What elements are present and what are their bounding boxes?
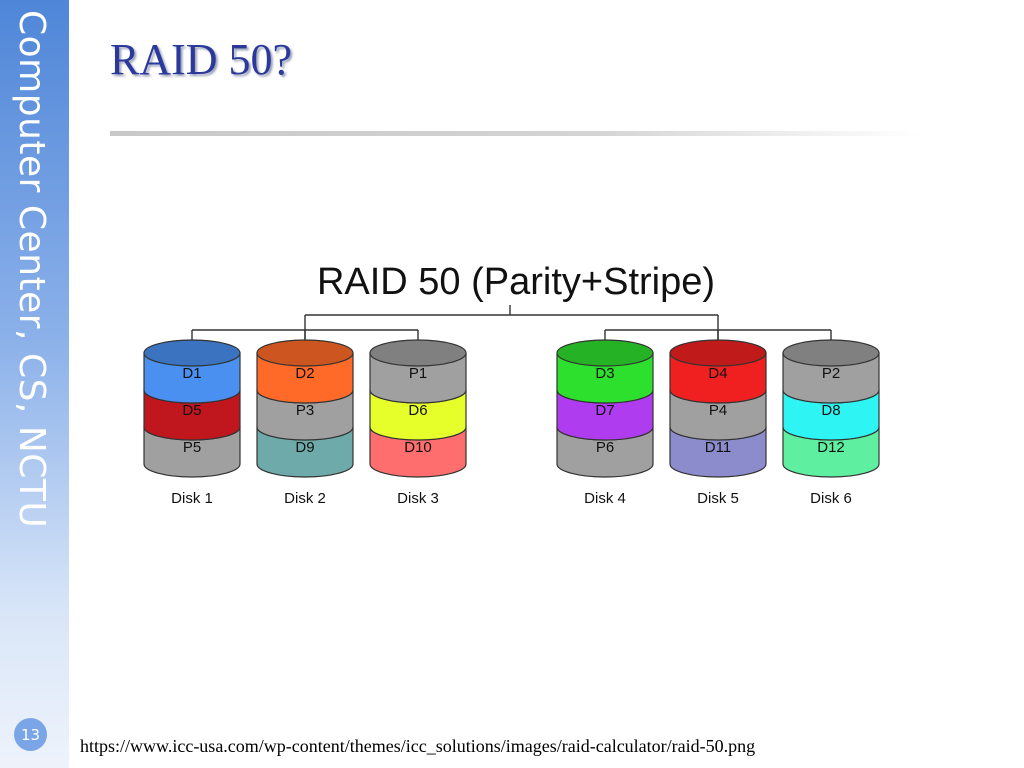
disk-segment xyxy=(669,352,767,404)
disk-top-cap xyxy=(556,339,654,367)
block-label: D3 xyxy=(595,365,614,382)
disk-segment xyxy=(556,426,654,478)
source-url: https://www.icc-usa.com/wp-content/theme… xyxy=(80,736,756,756)
connector-lines xyxy=(191,305,832,340)
block-label: D4 xyxy=(708,365,727,382)
disk-top-cap xyxy=(782,339,880,367)
disk-label: Disk 5 xyxy=(697,490,739,507)
disk-segment xyxy=(143,389,241,441)
slide-title: RAID 50? xyxy=(110,35,293,84)
title-divider xyxy=(110,131,920,136)
disk-segment xyxy=(782,352,880,404)
block-label: D1 xyxy=(182,365,201,382)
disk-top-cap xyxy=(143,339,241,367)
block-label: D9 xyxy=(295,439,314,456)
block-label: D6 xyxy=(408,402,427,419)
diagram-heading: RAID 50 (Parity+Stripe) xyxy=(317,261,715,303)
disk-segment xyxy=(669,426,767,478)
block-label: D12 xyxy=(817,439,845,456)
page-number: 13 xyxy=(14,718,47,751)
block-label: P1 xyxy=(409,365,427,382)
block-label: D7 xyxy=(595,402,614,419)
block-label: P3 xyxy=(296,402,314,419)
disk-top-cap xyxy=(369,339,467,367)
block-label: P4 xyxy=(709,402,727,419)
block-label: D11 xyxy=(705,439,731,456)
disk-segment xyxy=(143,352,241,404)
block-label: D10 xyxy=(404,439,432,456)
disk-label: Disk 1 xyxy=(171,490,213,507)
disk-segment xyxy=(556,352,654,404)
disk-segment xyxy=(369,352,467,404)
disk-segment xyxy=(256,426,354,478)
block-label: P6 xyxy=(596,439,614,456)
sidebar: Computer Center, CS, NCTU 13 xyxy=(0,0,69,768)
disk-segment xyxy=(369,389,467,441)
disk-top-cap xyxy=(256,339,354,367)
block-label: D8 xyxy=(821,402,840,419)
disk-segment xyxy=(782,389,880,441)
disk-top-cap xyxy=(669,339,767,367)
disk-label: Disk 6 xyxy=(810,490,852,507)
block-label: P5 xyxy=(183,439,201,456)
disk-segment xyxy=(256,352,354,404)
disk-label: Disk 2 xyxy=(284,490,326,507)
block-label: D2 xyxy=(295,365,314,382)
disk-label: Disk 4 xyxy=(584,490,626,507)
disk-segment xyxy=(556,389,654,441)
disk-segment xyxy=(369,426,467,478)
disk-segment xyxy=(143,426,241,478)
disk-segment xyxy=(256,389,354,441)
disk-label: Disk 3 xyxy=(397,490,439,507)
block-label: D5 xyxy=(182,402,201,419)
disk-segment xyxy=(782,426,880,478)
disk-segment xyxy=(669,389,767,441)
block-label: P2 xyxy=(822,365,840,382)
